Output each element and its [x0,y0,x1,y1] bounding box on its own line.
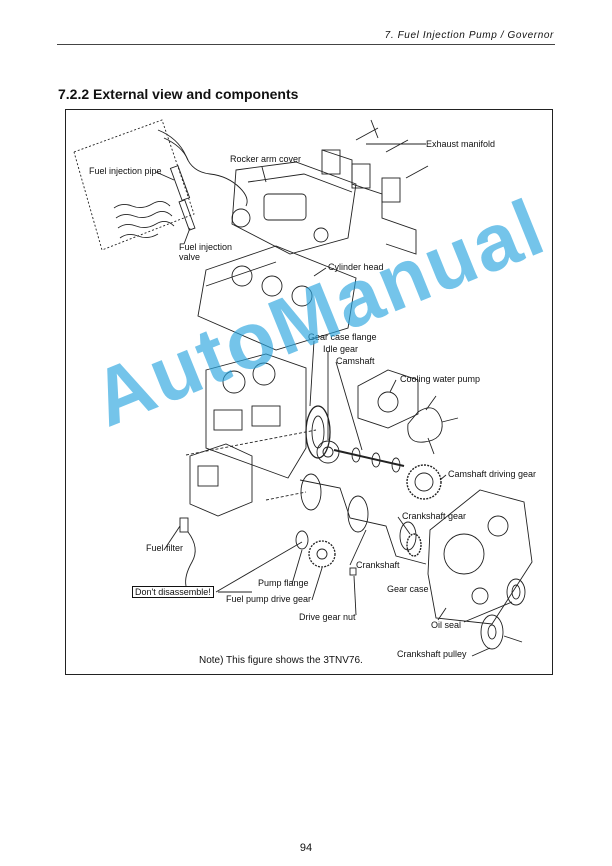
label-pump-flange: Pump flange [258,578,309,588]
label-crankshaft: Crankshaft [356,560,400,570]
label-fuel-filter: Fuel filter [146,543,184,553]
chapter-header: 7. Fuel Injection Pump / Governor [384,30,554,41]
label-idle-gear: Idle gear [323,344,359,354]
label-camshaft-driving-gear: Camshaft driving gear [448,469,537,479]
label-fuel-injection-valve-line1: Fuel injection [179,242,233,252]
label-dont-disassemble: Don't disassemble! [132,586,214,598]
section-title: 7.2.2 External view and components [58,86,299,102]
label-cylinder-head: Cylinder head [328,262,384,272]
page-number: 94 [299,842,313,854]
label-fuel-injection-pipe: Fuel injection pipe [89,166,162,176]
label-crankshaft-pulley: Crankshaft pulley [397,649,467,659]
label-drive-gear-nut: Drive gear nut [299,612,356,622]
exploded-view-figure: Exhaust manifold Rocker arm cover Fuel i… [65,109,553,675]
figure-note: Note) This figure shows the 3TNV76. [199,655,363,666]
label-cooling-water-pump: Cooling water pump [400,374,481,384]
label-oil-seal: Oil seal [431,620,462,630]
header-rule [57,44,555,45]
label-camshaft: Camshaft [336,356,375,366]
label-fuel-injection-valve-line2: valve [179,252,201,262]
engine-exploded-drawing [73,119,533,657]
label-fuel-pump-drive-gear: Fuel pump drive gear [226,594,312,604]
label-exhaust-manifold: Exhaust manifold [426,139,496,149]
label-rocker-arm-cover: Rocker arm cover [230,154,302,164]
label-gear-case-flange: Gear case flange [308,332,377,342]
label-crankshaft-gear: Crankshaft gear [402,511,467,521]
label-gear-case: Gear case [387,584,429,594]
